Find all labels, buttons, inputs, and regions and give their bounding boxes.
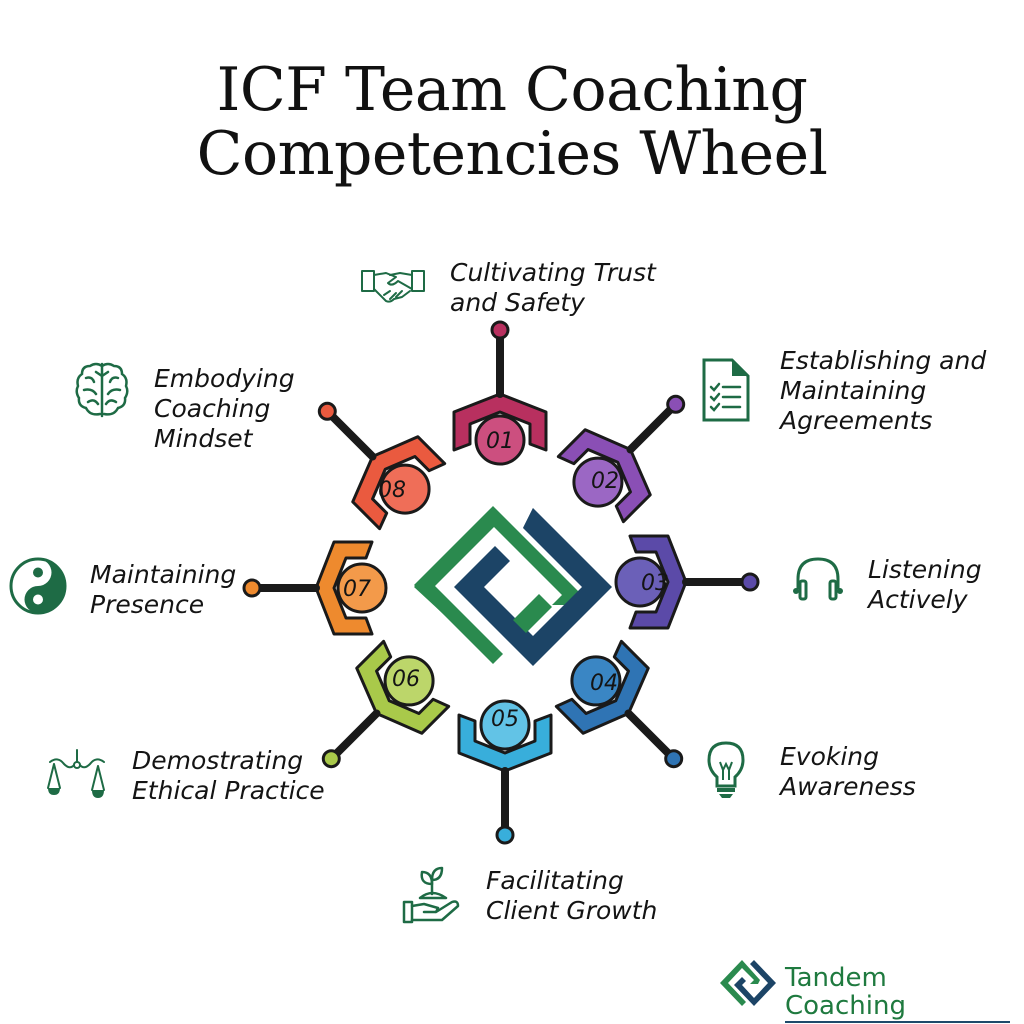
competency-label-03: Listening Actively — [868, 555, 982, 614]
segment-06[interactable] — [293, 631, 458, 796]
center-logo — [414, 506, 612, 666]
segment-number-04: 04 — [590, 671, 618, 696]
brand-logo: Tandem Coaching — [720, 958, 1010, 1023]
competency-label-06: Demostrating Ethical Practice — [132, 746, 325, 805]
balance-scale-icon — [47, 749, 105, 798]
segment-number-06: 06 — [392, 667, 420, 692]
competency-label-08: Embodying Coaching Mindset — [154, 364, 295, 453]
segment-number-01: 01 — [486, 429, 514, 454]
segment-number-07: 07 — [343, 577, 371, 602]
segment-07[interactable] — [244, 542, 388, 634]
yin-yang-icon — [9, 557, 67, 615]
segment-number-05: 05 — [491, 707, 519, 732]
title-line-1: ICF Team Coaching — [216, 55, 808, 125]
competency-label-05: Facilitating Client Growth — [486, 866, 658, 925]
plant-in-hand-icon — [402, 866, 460, 924]
competency-label-04: Evoking Awareness — [780, 742, 916, 801]
competency-label-02: Establishing and Maintaining Agreements — [780, 346, 987, 435]
segment-02[interactable] — [548, 366, 713, 531]
segment-number-08: 08 — [378, 478, 406, 503]
brand-name: Tandem Coaching — [785, 964, 1010, 1023]
competency-label-07: Maintaining Presence — [90, 560, 237, 619]
page-title: ICF Team Coaching Competencies Wheel — [0, 58, 1024, 186]
tandem-diamond-icon — [720, 960, 776, 1006]
segment-number-03: 03 — [641, 571, 669, 596]
checklist-document-icon — [702, 358, 750, 422]
lightbulb-icon — [707, 741, 745, 798]
competency-label-01: Cultivating Trust and Safety — [450, 258, 656, 317]
segment-08[interactable] — [289, 373, 454, 538]
segment-05[interactable] — [459, 699, 551, 843]
headphones-icon — [793, 557, 843, 601]
segment-03[interactable] — [614, 536, 758, 628]
title-line-2: Competencies Wheel — [196, 119, 828, 189]
segment-01[interactable] — [454, 322, 546, 466]
segment-04[interactable] — [546, 631, 711, 796]
handshake-icon — [361, 270, 425, 303]
segment-number-02: 02 — [591, 469, 619, 494]
brain-icon — [75, 362, 129, 418]
